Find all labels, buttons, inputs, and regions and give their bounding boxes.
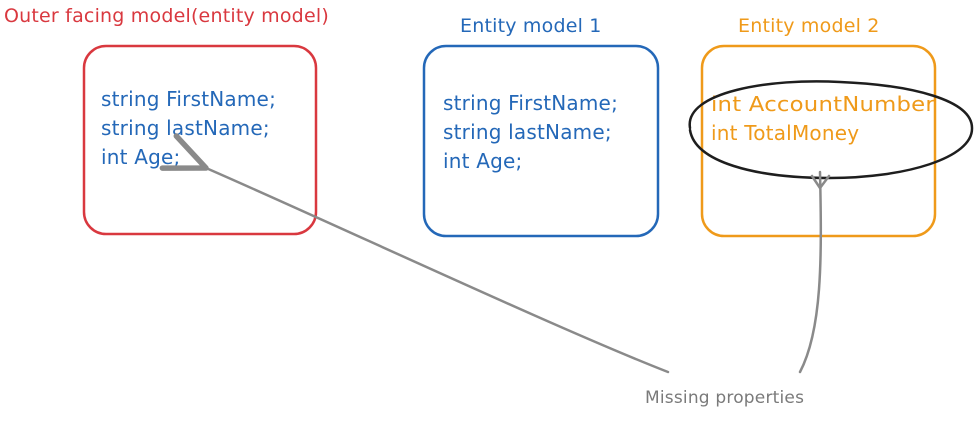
entity-model-1-title: Entity model 1 [460,15,602,37]
entity-model-2-field-1: int AccountNumber [711,92,936,116]
missing-properties-label: Missing properties [645,388,804,408]
outer-model-field-2: string lastName; [101,116,270,140]
outer-model-box [82,44,318,236]
outer-model-field-3: int Age; [101,145,180,169]
entity-model-2-field-2: int TotalMoney [711,121,859,145]
outer-model-field-1: string FirstName; [101,87,276,111]
entity-model-2-box [700,44,937,238]
entity-model-2-title: Entity model 2 [738,15,880,37]
arrow-to-entity-model-2 [798,170,823,374]
outer-model-title: Outer facing model(entity model) [4,5,329,27]
arrow-to-outer-model [159,133,670,374]
arrow-to-entity-model-2-head [810,174,831,190]
highlight-ellipse [688,80,974,180]
entity-model-1-field-3: int Age; [443,149,522,173]
entity-model-1-field-2: string lastName; [443,120,612,144]
entity-model-1-box [422,44,660,238]
entity-model-1-field-1: string FirstName; [443,91,618,115]
